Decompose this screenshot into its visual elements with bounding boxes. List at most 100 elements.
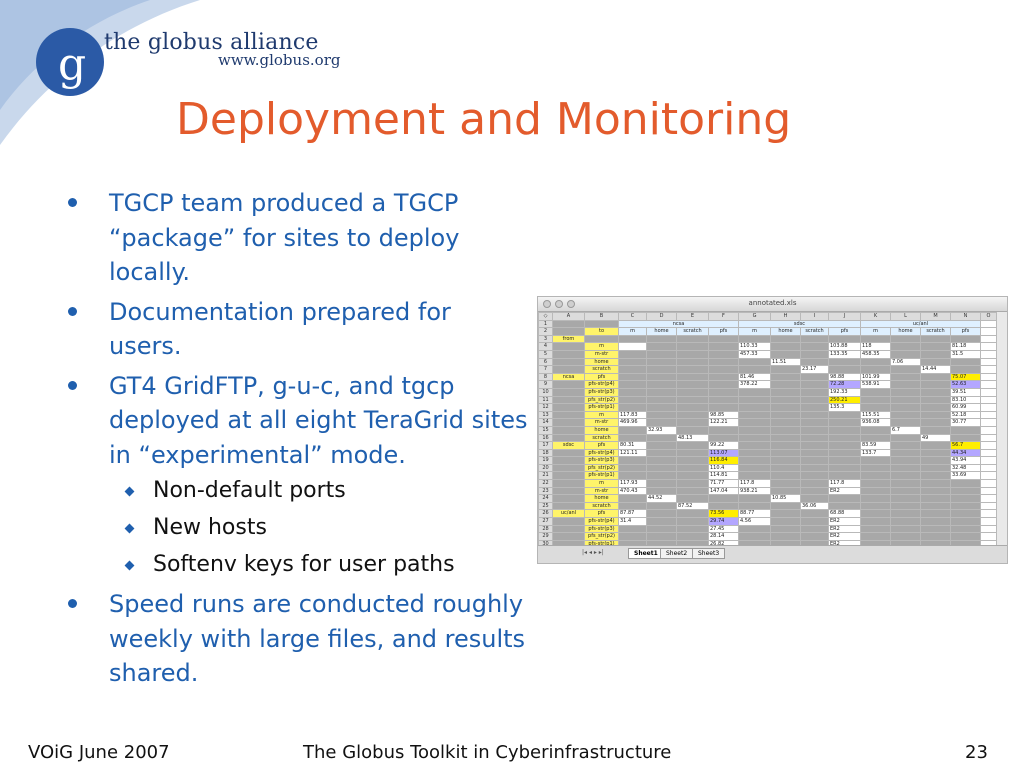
data-cell[interactable] bbox=[618, 365, 647, 374]
sheet-cell[interactable] bbox=[552, 433, 585, 443]
data-cell[interactable] bbox=[920, 517, 951, 526]
data-cell[interactable] bbox=[890, 365, 921, 374]
data-cell[interactable] bbox=[646, 380, 677, 389]
data-cell[interactable]: 250.21 bbox=[828, 395, 861, 405]
data-cell[interactable] bbox=[800, 380, 829, 389]
data-cell[interactable]: 938.21 bbox=[738, 486, 771, 496]
data-cell[interactable] bbox=[618, 494, 647, 503]
data-cell[interactable]: 36.06 bbox=[800, 501, 829, 511]
data-cell[interactable]: 44.34 bbox=[950, 448, 981, 458]
data-cell[interactable] bbox=[770, 441, 801, 450]
sheet-cell[interactable] bbox=[552, 319, 585, 329]
row-label-cell[interactable]: pfs bbox=[584, 372, 619, 382]
data-cell[interactable] bbox=[618, 425, 647, 435]
row-number[interactable]: 2 bbox=[538, 327, 553, 336]
data-cell[interactable] bbox=[950, 532, 981, 541]
data-cell[interactable]: 49 bbox=[920, 433, 951, 443]
zoom-window-icon[interactable] bbox=[567, 300, 575, 308]
row-label-cell[interactable]: pfs-str(p4) bbox=[584, 517, 619, 526]
data-cell[interactable] bbox=[738, 410, 771, 420]
data-cell[interactable] bbox=[708, 425, 739, 435]
data-cell[interactable] bbox=[828, 501, 861, 511]
data-cell[interactable]: 81.18 bbox=[950, 342, 981, 351]
data-cell[interactable] bbox=[738, 501, 771, 511]
row-label-cell[interactable]: pfs bbox=[584, 441, 619, 450]
data-cell[interactable] bbox=[770, 349, 801, 359]
data-cell[interactable] bbox=[646, 524, 677, 534]
data-cell[interactable] bbox=[920, 524, 951, 534]
column-header[interactable]: G bbox=[738, 312, 771, 321]
row-number[interactable]: 3 bbox=[538, 334, 553, 344]
data-cell[interactable] bbox=[618, 357, 647, 367]
sheet-cell[interactable] bbox=[552, 479, 585, 488]
data-cell[interactable]: 457.33 bbox=[738, 349, 771, 359]
data-cell[interactable]: 23.17 bbox=[800, 365, 829, 374]
data-cell[interactable]: 83.59 bbox=[860, 441, 891, 450]
data-cell[interactable] bbox=[618, 471, 647, 481]
row-number[interactable]: 17 bbox=[538, 441, 553, 450]
data-cell[interactable] bbox=[860, 456, 891, 465]
data-cell[interactable] bbox=[800, 357, 829, 367]
data-cell[interactable] bbox=[708, 380, 739, 389]
data-cell[interactable] bbox=[890, 395, 921, 405]
row-label-cell[interactable]: home bbox=[584, 494, 619, 503]
data-cell[interactable] bbox=[890, 501, 921, 511]
data-cell[interactable] bbox=[738, 418, 771, 427]
data-cell[interactable] bbox=[800, 403, 829, 412]
data-cell[interactable] bbox=[800, 441, 829, 450]
data-cell[interactable]: 113.07 bbox=[708, 448, 739, 458]
data-cell[interactable] bbox=[800, 494, 829, 503]
row-number[interactable]: 18 bbox=[538, 448, 553, 458]
data-cell[interactable]: ER2 bbox=[828, 532, 861, 541]
data-cell[interactable]: 52.18 bbox=[950, 410, 981, 420]
data-cell[interactable]: 80.31 bbox=[618, 441, 647, 450]
data-cell[interactable]: 44.52 bbox=[646, 494, 677, 503]
data-cell[interactable] bbox=[860, 517, 891, 526]
data-cell[interactable] bbox=[646, 395, 677, 405]
minimize-window-icon[interactable] bbox=[555, 300, 563, 308]
row-number[interactable]: 25 bbox=[538, 501, 553, 511]
column-header[interactable]: C bbox=[618, 312, 647, 321]
row-number[interactable]: 8 bbox=[538, 372, 553, 382]
data-cell[interactable] bbox=[828, 433, 861, 443]
sheet-cell[interactable] bbox=[980, 342, 997, 351]
data-cell[interactable]: 83.10 bbox=[950, 395, 981, 405]
sheet-cell[interactable] bbox=[584, 319, 619, 329]
sheet-cell[interactable] bbox=[552, 486, 585, 496]
data-cell[interactable] bbox=[770, 395, 801, 405]
row-number[interactable]: 23 bbox=[538, 486, 553, 496]
data-cell[interactable] bbox=[800, 471, 829, 481]
sheet-cell[interactable] bbox=[552, 425, 585, 435]
data-cell[interactable] bbox=[646, 532, 677, 541]
data-cell[interactable]: 469.96 bbox=[618, 418, 647, 427]
data-cell[interactable] bbox=[618, 342, 647, 351]
data-cell[interactable] bbox=[890, 494, 921, 503]
data-cell[interactable] bbox=[950, 479, 981, 488]
group-header-cell[interactable]: sdsc bbox=[738, 319, 861, 329]
subheader-cell[interactable]: m bbox=[738, 327, 771, 336]
data-cell[interactable] bbox=[890, 517, 921, 526]
data-cell[interactable] bbox=[708, 365, 739, 374]
data-cell[interactable] bbox=[738, 433, 771, 443]
data-cell[interactable]: 52.63 bbox=[950, 380, 981, 389]
data-cell[interactable] bbox=[860, 433, 891, 443]
data-cell[interactable] bbox=[800, 524, 829, 534]
data-cell[interactable] bbox=[646, 403, 677, 412]
data-cell[interactable] bbox=[770, 479, 801, 488]
data-cell[interactable] bbox=[920, 456, 951, 465]
data-cell[interactable] bbox=[800, 395, 829, 405]
data-cell[interactable] bbox=[770, 387, 801, 397]
sheet-cell[interactable] bbox=[950, 334, 981, 344]
group-header-cell[interactable]: ncsa bbox=[618, 319, 739, 329]
data-cell[interactable]: ER2 bbox=[828, 486, 861, 496]
tab-sheet3[interactable]: Sheet3 bbox=[692, 548, 726, 559]
data-cell[interactable] bbox=[770, 418, 801, 427]
data-cell[interactable]: 117.83 bbox=[618, 410, 647, 420]
data-cell[interactable]: 110.33 bbox=[738, 342, 771, 351]
sheet-cell[interactable] bbox=[770, 334, 801, 344]
data-cell[interactable] bbox=[770, 517, 801, 526]
data-cell[interactable]: 117.8 bbox=[738, 479, 771, 488]
data-cell[interactable]: 192.33 bbox=[828, 387, 861, 397]
sheet-cell[interactable] bbox=[980, 357, 997, 367]
row-number[interactable]: 1 bbox=[538, 319, 553, 329]
